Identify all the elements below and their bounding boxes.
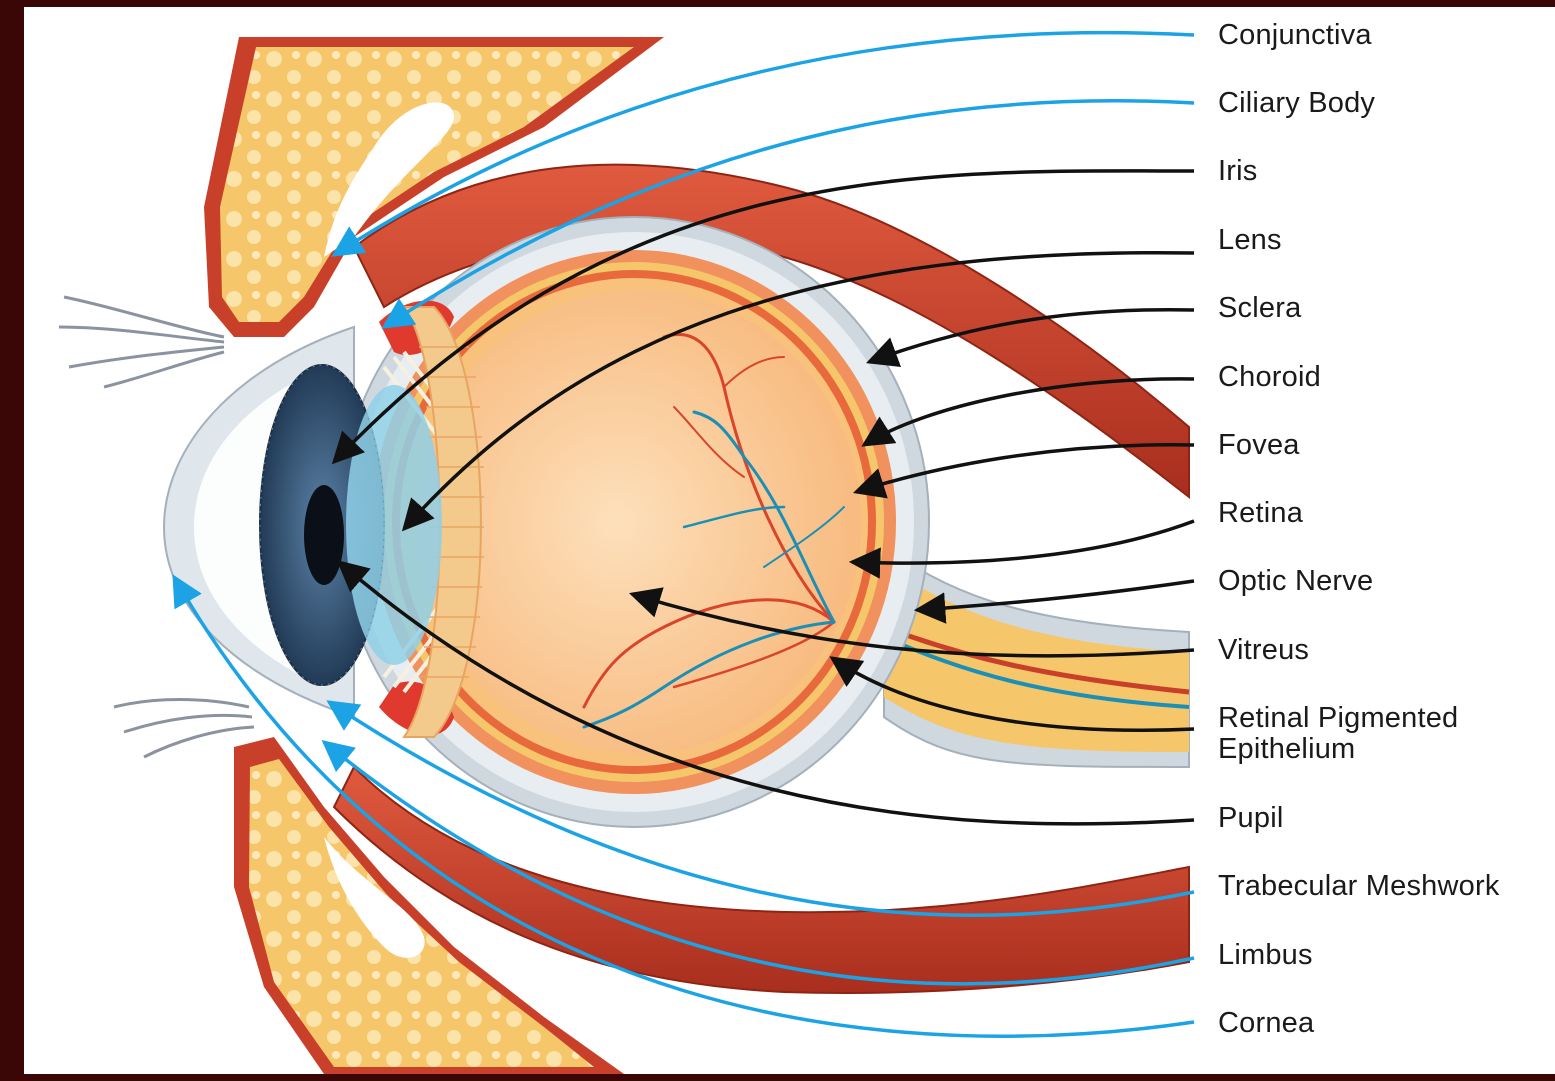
- label-fovea: Fovea: [1218, 429, 1300, 461]
- label-ciliary-body: Ciliary Body: [1218, 87, 1375, 119]
- label-vitreus: Vitreus: [1218, 634, 1309, 666]
- label-optic-nerve: Optic Nerve: [1218, 565, 1373, 597]
- label-lens: Lens: [1218, 224, 1282, 256]
- label-retinal-pigmented-epithelium: Retinal Pigmented Epithelium: [1218, 703, 1458, 765]
- vitreous-shape: [417, 290, 861, 754]
- label-trabecular-meshwork: Trabecular Meshwork: [1218, 870, 1500, 902]
- eye-anatomy-illustration: [24, 7, 1555, 1074]
- label-cornea: Cornea: [1218, 1007, 1314, 1039]
- label-pupil: Pupil: [1218, 802, 1284, 834]
- label-sclera: Sclera: [1218, 292, 1301, 324]
- label-retina: Retina: [1218, 497, 1303, 529]
- pupil-shape: [304, 485, 344, 585]
- label-conjunctiva: Conjunctiva: [1218, 19, 1372, 51]
- label-choroid: Choroid: [1218, 361, 1321, 393]
- label-limbus: Limbus: [1218, 939, 1313, 971]
- diagram-canvas: Conjunctiva Ciliary Body Iris Lens Scler…: [24, 7, 1555, 1074]
- label-iris: Iris: [1218, 155, 1257, 187]
